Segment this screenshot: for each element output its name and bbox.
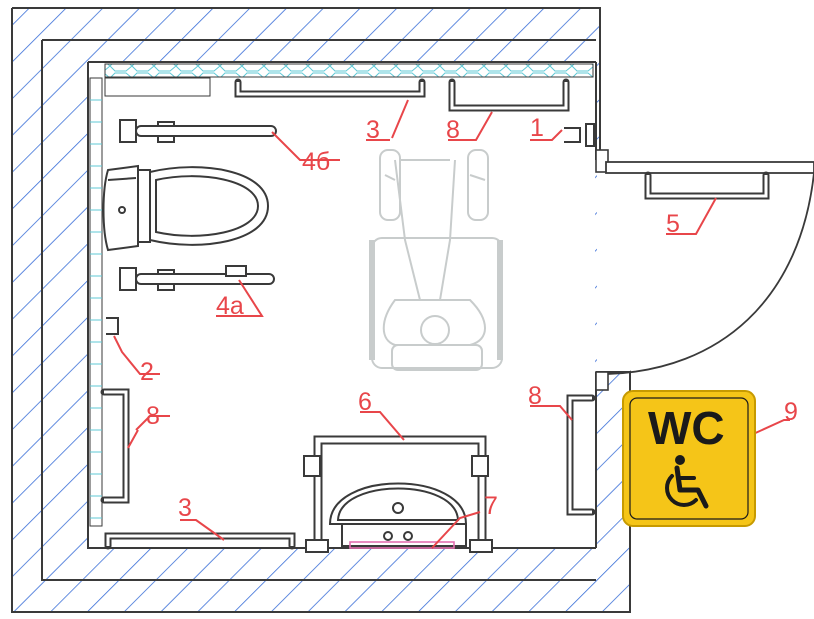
label-3-top: 3 xyxy=(366,116,380,144)
walls xyxy=(11,7,631,613)
wheelchair-figure xyxy=(369,149,503,371)
toilet xyxy=(102,164,270,252)
wc-sign-text: WC xyxy=(648,402,725,454)
label-7: 7 xyxy=(484,492,498,520)
door-bar-5 xyxy=(644,171,770,200)
label-4a: 4а xyxy=(216,292,244,320)
grab-bars xyxy=(100,78,770,550)
label-9: 9 xyxy=(784,398,798,426)
label-1: 1 xyxy=(530,114,544,142)
fold-bar-4a xyxy=(135,273,275,285)
tiles-left xyxy=(89,77,103,527)
wc-sign-plate xyxy=(622,390,756,527)
wheelchair-icon xyxy=(665,455,709,509)
fold-bar-4b xyxy=(135,125,277,137)
hook-1 xyxy=(564,127,581,143)
label-5: 5 xyxy=(666,210,680,238)
wc-sign: WC xyxy=(622,390,756,527)
callouts: 1 2 3 3 4а 4б 5 6 7 8 8 8 9 xyxy=(140,114,798,522)
label-8-right: 8 xyxy=(528,382,542,410)
sink-accent-7 xyxy=(349,541,455,549)
label-2: 2 xyxy=(140,358,154,386)
label-6: 6 xyxy=(358,388,372,416)
tiles-top xyxy=(104,63,594,78)
wall-tiles xyxy=(89,63,594,527)
door-swing-arc xyxy=(607,172,814,375)
entrance-door xyxy=(605,161,814,375)
hook-2 xyxy=(106,317,119,335)
label-3-bottom: 3 xyxy=(178,494,192,522)
sink xyxy=(303,435,493,553)
label-8-top: 8 xyxy=(446,116,460,144)
room-floor xyxy=(89,63,595,547)
label-4b: 4б xyxy=(302,148,330,176)
label-8-left: 8 xyxy=(146,402,160,430)
door-leaf xyxy=(605,161,814,174)
